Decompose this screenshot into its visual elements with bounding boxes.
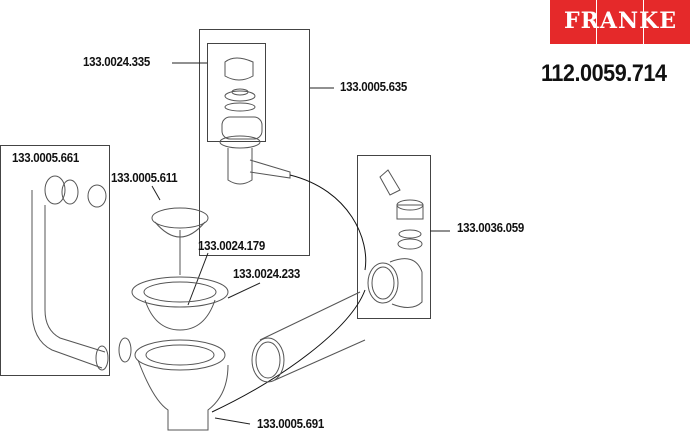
part-label-strainer-cap: 133.0005.611	[111, 171, 178, 185]
part-label-connector: 133.0005.691	[257, 417, 325, 431]
part-label-overflow-assembly: 133.0005.635	[340, 80, 408, 94]
product-number: 112.0059.714	[541, 60, 667, 87]
box-overflow-assembly	[199, 29, 310, 256]
part-label-basket: 133.0024.233	[233, 267, 301, 281]
part-label-knob: 133.0024.335	[83, 55, 151, 69]
part-label-rod: 133.0024.179	[198, 239, 266, 253]
box-trap-fitting	[357, 155, 431, 319]
part-label-overflow-pipe: 133.0005.661	[12, 151, 80, 165]
franke-logo: FRANKE	[550, 0, 691, 44]
box-knob-assembly	[207, 43, 266, 142]
box-overflow-pipe	[0, 145, 110, 376]
logo-text: FRANKE	[564, 8, 677, 34]
part-label-trap-fitting: 133.0036.059	[457, 221, 525, 235]
